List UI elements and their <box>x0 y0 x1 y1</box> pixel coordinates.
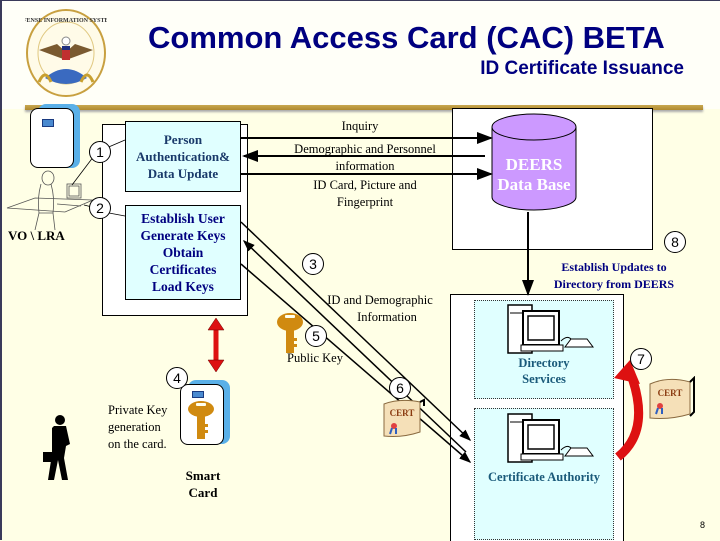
public-key-icon <box>276 312 304 354</box>
certificate-scroll-icon: CERT <box>380 398 426 440</box>
label-line: Private Key <box>108 403 168 417</box>
person-authentication-box[interactable]: Person Authentication& Data Update <box>125 121 241 192</box>
smart-card-icon <box>30 104 80 172</box>
cardholder-silhouette-icon <box>40 414 80 482</box>
card-reader-double-arrow <box>207 317 225 373</box>
operator-label: VO \ LRA <box>8 228 65 243</box>
step-7-marker: 7 <box>630 348 652 370</box>
disa-seal-icon: DEFENSE INFORMATION SYSTEMS <box>25 8 107 98</box>
label-line: Establish Updates to <box>561 260 667 274</box>
id-demographic-line <box>240 221 472 442</box>
cert-label: CERT <box>390 408 415 418</box>
step-4-marker: 4 <box>166 367 188 389</box>
page-number: 8 <box>700 520 706 530</box>
box-line: Data Update <box>147 166 219 181</box>
label-line: ID and Demographic <box>327 293 433 307</box>
step-5-marker: 5 <box>305 325 327 347</box>
smart-card-label: Smart Card <box>178 467 228 501</box>
label-line: Directory from DEERS <box>553 277 675 291</box>
deers-database-icon[interactable]: DEERS Data Base <box>491 113 577 213</box>
step-2-marker: 2 <box>89 197 111 219</box>
directory-label-line: Services <box>522 372 566 386</box>
box-line: Authentication& <box>136 149 230 164</box>
box-line: Person <box>163 132 203 147</box>
step-3-marker: 3 <box>302 253 324 275</box>
step-8-marker: 8 <box>664 231 686 253</box>
label-line: information <box>335 159 395 173</box>
box-line: Load Keys <box>152 279 214 294</box>
label-line: generation <box>108 420 161 434</box>
step-6-marker: 6 <box>389 377 411 399</box>
certificate-return-arrow <box>242 239 467 453</box>
label-line: Smart <box>185 468 221 483</box>
label-line: Demographic and Personnel <box>294 142 436 156</box>
cert-label: CERT <box>658 388 683 398</box>
header-divider <box>25 105 703 110</box>
label-line: Fingerprint <box>336 195 394 209</box>
label-line: Information <box>357 310 417 324</box>
label-line: on the card. <box>108 437 167 451</box>
database-label-line: Data Base <box>497 175 571 194</box>
box-line: Certificates <box>149 262 217 277</box>
directory-label-line: Directory <box>518 356 570 370</box>
private-key-label: Private Key generation on the card. <box>108 402 180 453</box>
slide-frame-left <box>0 0 2 540</box>
establish-updates-label: Establish Updates to Directory from DEER… <box>536 259 692 293</box>
label-line: Card <box>188 485 218 500</box>
ca-server-icon <box>505 412 600 467</box>
slide-frame-top <box>0 0 720 1</box>
header-background <box>2 1 720 109</box>
box-line: Establish User <box>141 211 225 226</box>
id-card-label: ID Card, Picture and Fingerprint <box>285 177 445 211</box>
smart-card-with-key-icon[interactable] <box>180 380 230 450</box>
demographic-label: Demographic and Personnel information <box>285 141 445 175</box>
directory-server-icon <box>505 303 600 358</box>
public-key-label: Public Key <box>287 351 343 365</box>
certificate-scroll-icon: CERT <box>646 376 698 422</box>
page-subtitle: ID Certificate Issuance <box>480 58 684 79</box>
inquiry-label: Inquiry <box>341 119 379 133</box>
publish-certificate-arrow <box>614 360 644 461</box>
ca-label: Certificate Authority <box>487 470 601 484</box>
page-title: Common Access Card (CAC) BETA <box>148 20 665 55</box>
label-line: ID Card, Picture and <box>313 178 417 192</box>
box-line: Generate Keys <box>140 228 226 243</box>
box-line: Obtain <box>162 245 204 260</box>
svg-text:DEFENSE INFORMATION SYSTEMS: DEFENSE INFORMATION SYSTEMS <box>25 18 107 24</box>
id-demographic-label: ID and Demographic Information <box>310 292 450 326</box>
public-key-line <box>240 263 472 463</box>
database-label-line: DEERS <box>505 155 563 174</box>
step-1-marker: 1 <box>89 141 111 163</box>
establish-user-box[interactable]: Establish User Generate Keys Obtain Cert… <box>125 205 241 300</box>
